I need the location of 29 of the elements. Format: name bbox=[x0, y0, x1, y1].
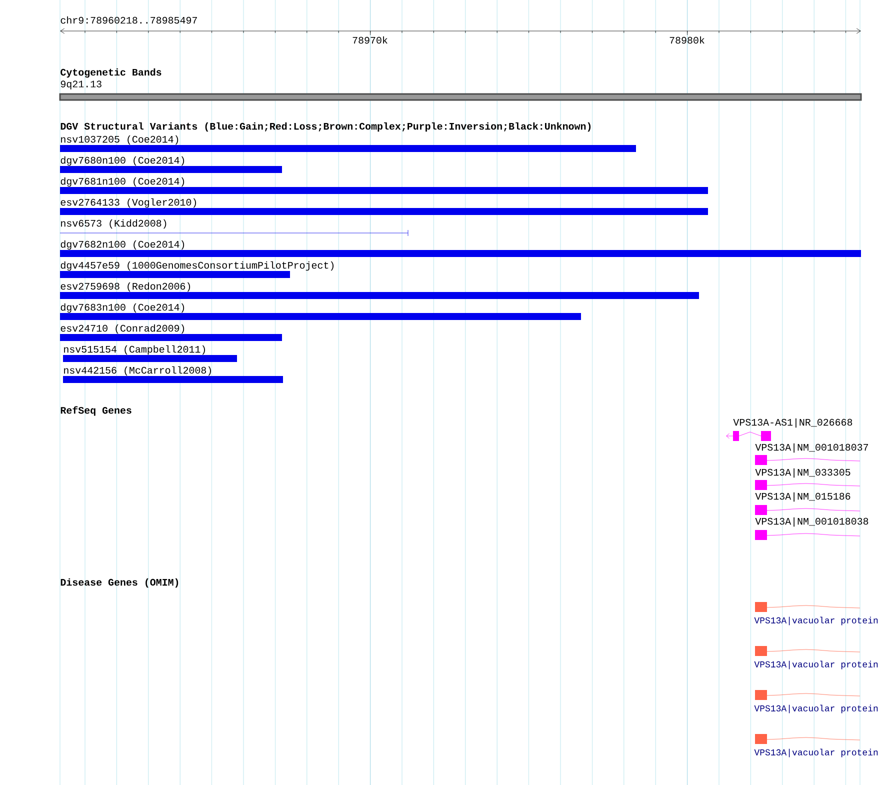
variant-label: nsv6573 (Kidd2008) bbox=[61, 219, 166, 229]
track-heading: Cytogenetic Bands bbox=[60, 68, 162, 78]
variant-label: dgv7682n100 (Coe2014) bbox=[60, 240, 184, 250]
gene-label: VPS13A-AS1|NR_026668 bbox=[733, 418, 852, 428]
track-heading: DGV Structural Variants (Blue:Gain;Red:Loss;Brown:Complex;Purple:Inversion;Black:Unknown) bbox=[60, 122, 591, 132]
variant-label: esv2759698 (Redon2006) bbox=[60, 282, 190, 292]
variant-label: dgv7680n100 (Coe2014) bbox=[60, 156, 184, 166]
variant-label: dgv7683n100 (Coe2014) bbox=[60, 303, 184, 313]
gene-label: VPS13A|NM_001018037 bbox=[755, 443, 868, 453]
gene-label: VPS13A|NM_001018038 bbox=[755, 517, 868, 527]
tick-label: 78970k bbox=[352, 36, 388, 44]
variant-label: nsv515154 (Campbell2011) bbox=[64, 345, 205, 355]
tick-label: 78980k bbox=[670, 36, 704, 44]
variant-label: nsv442156 (McCarroll2008) bbox=[64, 366, 211, 376]
track-heading: Disease Genes (OMIM) bbox=[60, 578, 178, 588]
gene-label: VPS13A|NM_033305 bbox=[755, 468, 850, 478]
variant-label: nsv1037205 (Coe2014) bbox=[61, 135, 178, 145]
band-label: 9q21.13 bbox=[60, 80, 102, 90]
variant-label: dgv4457e59 (1000GenomesConsortiumPilotProject) bbox=[60, 261, 334, 271]
track-heading: RefSeq Genes bbox=[60, 406, 132, 416]
disease-gene-label: VPS13A|vacuolar protein bbox=[754, 616, 878, 626]
variant-label: esv2764133 (Vogler2010) bbox=[60, 198, 196, 208]
variant-label: esv24710 (Conrad2009) bbox=[60, 324, 184, 334]
disease-gene-label: VPS13A|vacuolar protein bbox=[754, 748, 878, 758]
gene-label: VPS13A|NM_015186 bbox=[755, 492, 850, 502]
coordinate-range: chr9:78960218..78985497 bbox=[60, 16, 197, 24]
disease-gene-label: VPS13A|vacuolar protein bbox=[754, 660, 878, 670]
variant-label: dgv7681n100 (Coe2014) bbox=[60, 177, 184, 187]
disease-gene-label: VPS13A|vacuolar protein bbox=[754, 704, 878, 714]
